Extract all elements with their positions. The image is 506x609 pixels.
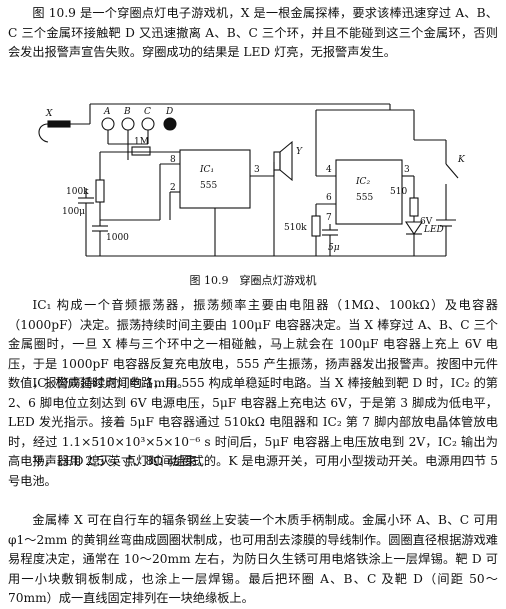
label-r1: 1M [134, 137, 149, 147]
resistor-100k [95, 179, 105, 203]
label-c2: 1000 [106, 233, 129, 243]
led [404, 221, 424, 235]
label-ic2: IC₂ [355, 177, 370, 187]
label-ic1-pin3: 3 [254, 165, 260, 175]
switch-k [445, 163, 459, 179]
ic1-paragraph: IC₁ 构成一个音频振荡器，振荡频率主要由电阻器（1MΩ、100kΩ）及电容器（… [8, 298, 498, 390]
label-r3: 510k [284, 223, 307, 233]
probe-handle [38, 123, 49, 143]
label-ic1: IC₁ [199, 165, 214, 175]
label-b: B [123, 107, 131, 117]
build-paragraph: 金属棒 X 可在自行车的辐条钢丝上安装一个木质手柄制成。金属小环 A、B、C 可… [8, 513, 498, 605]
circuit-diagram: X A B C D 1M 100k 100μ 1000 IC₁ 555 8 2 … [38, 103, 466, 257]
label-d: D [165, 107, 173, 117]
resistor-510 [409, 197, 419, 217]
label-ic2-pin4: 4 [326, 165, 332, 175]
label-led: LED [423, 225, 444, 235]
ring-b [121, 117, 135, 131]
speaker-y [273, 151, 281, 171]
ic1-chip [179, 149, 251, 209]
ring-c [141, 117, 155, 131]
ic2-paragraph: IC₂ 构成延时点灯电路，用 555 构成单稳延时电路。当 X 棒接触到靶 D … [8, 376, 498, 468]
resistor-510k [311, 215, 321, 237]
probe-x [47, 120, 71, 128]
label-c1: 100μ [62, 207, 85, 217]
resistor-1m [131, 146, 151, 156]
speaker-paragraph: 扬声器用 2.5 英寸、8Ω 动圈式的。K 是电源开关，可用小型拨动开关。电源用… [8, 454, 498, 488]
label-speaker: Y [296, 147, 303, 157]
label-r4: 510 [390, 187, 407, 197]
label-c: C [144, 107, 151, 117]
label-ic1-chip: 555 [200, 181, 217, 191]
label-ic1-pin2: 2 [170, 183, 176, 193]
label-switch: K [457, 155, 466, 165]
intro-paragraph: 图 10.9 是一个穿圈点灯电子游戏机，X 是一根金属探棒，要求该棒迅速穿过 A… [8, 6, 498, 59]
target-d [163, 117, 177, 131]
ring-a [101, 117, 115, 131]
label-ic2-pin6: 6 [326, 193, 332, 203]
label-c3: 5μ [328, 243, 340, 253]
label-ic2-pin3: 3 [404, 165, 410, 175]
label-battery: 6V [420, 217, 433, 227]
label-ic2-chip: 555 [356, 193, 373, 203]
label-ic2-pin7: 7 [326, 213, 332, 223]
figure-caption: 图 10.9 穿圈点灯游戏机 [189, 274, 317, 287]
label-x: X [45, 109, 53, 119]
label-a: A [103, 107, 111, 117]
label-r2: 100k [66, 187, 89, 197]
label-ic1-pin8: 8 [170, 155, 176, 165]
ic2-chip [335, 159, 403, 225]
